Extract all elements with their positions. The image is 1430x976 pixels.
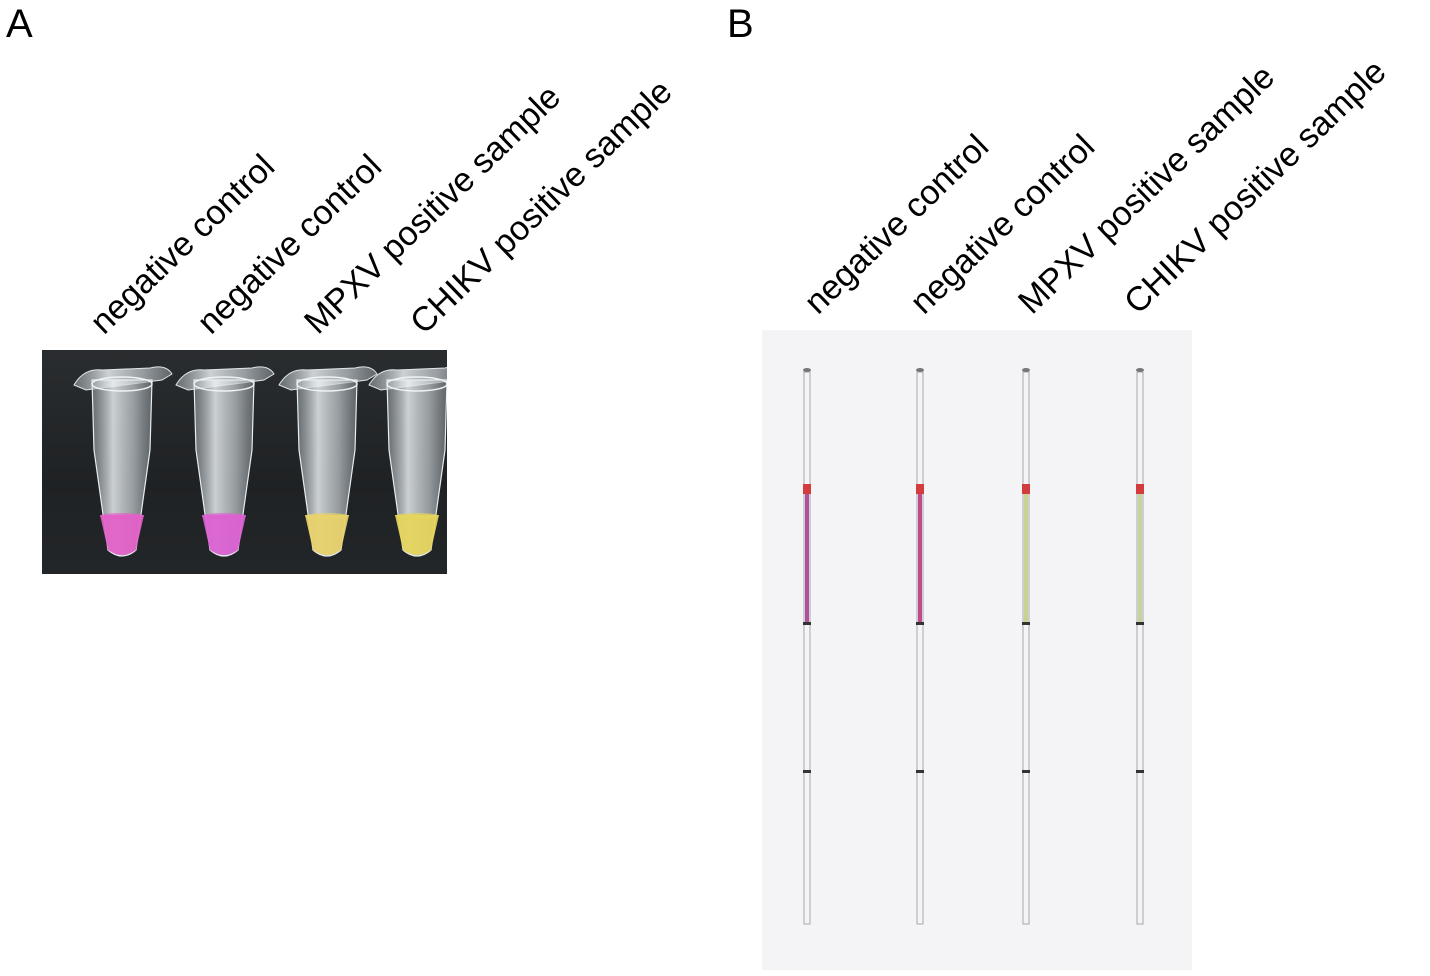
- capillary-4: [1136, 368, 1144, 925]
- tube-4: [368, 367, 447, 557]
- tubes-photo: [42, 350, 447, 574]
- panel-b-letter: B: [727, 2, 754, 46]
- capillary-3: [1022, 368, 1030, 925]
- capillary-2: [916, 368, 924, 925]
- tube-1: [73, 366, 173, 557]
- panel-a-letter: A: [6, 2, 33, 46]
- tube-3: [278, 366, 378, 557]
- capillaries-illustration: [803, 368, 1144, 925]
- panel-a-label-1: negative control: [82, 147, 283, 342]
- capillaries-photo: [762, 330, 1192, 970]
- tube-2: [175, 366, 275, 557]
- panel-b-label-1: negative control: [796, 127, 997, 322]
- panel-a-label-2: negative control: [189, 147, 390, 342]
- capillary-1: [803, 368, 811, 925]
- panel-b-label-2: negative control: [902, 127, 1103, 322]
- tubes-illustration: [73, 366, 447, 557]
